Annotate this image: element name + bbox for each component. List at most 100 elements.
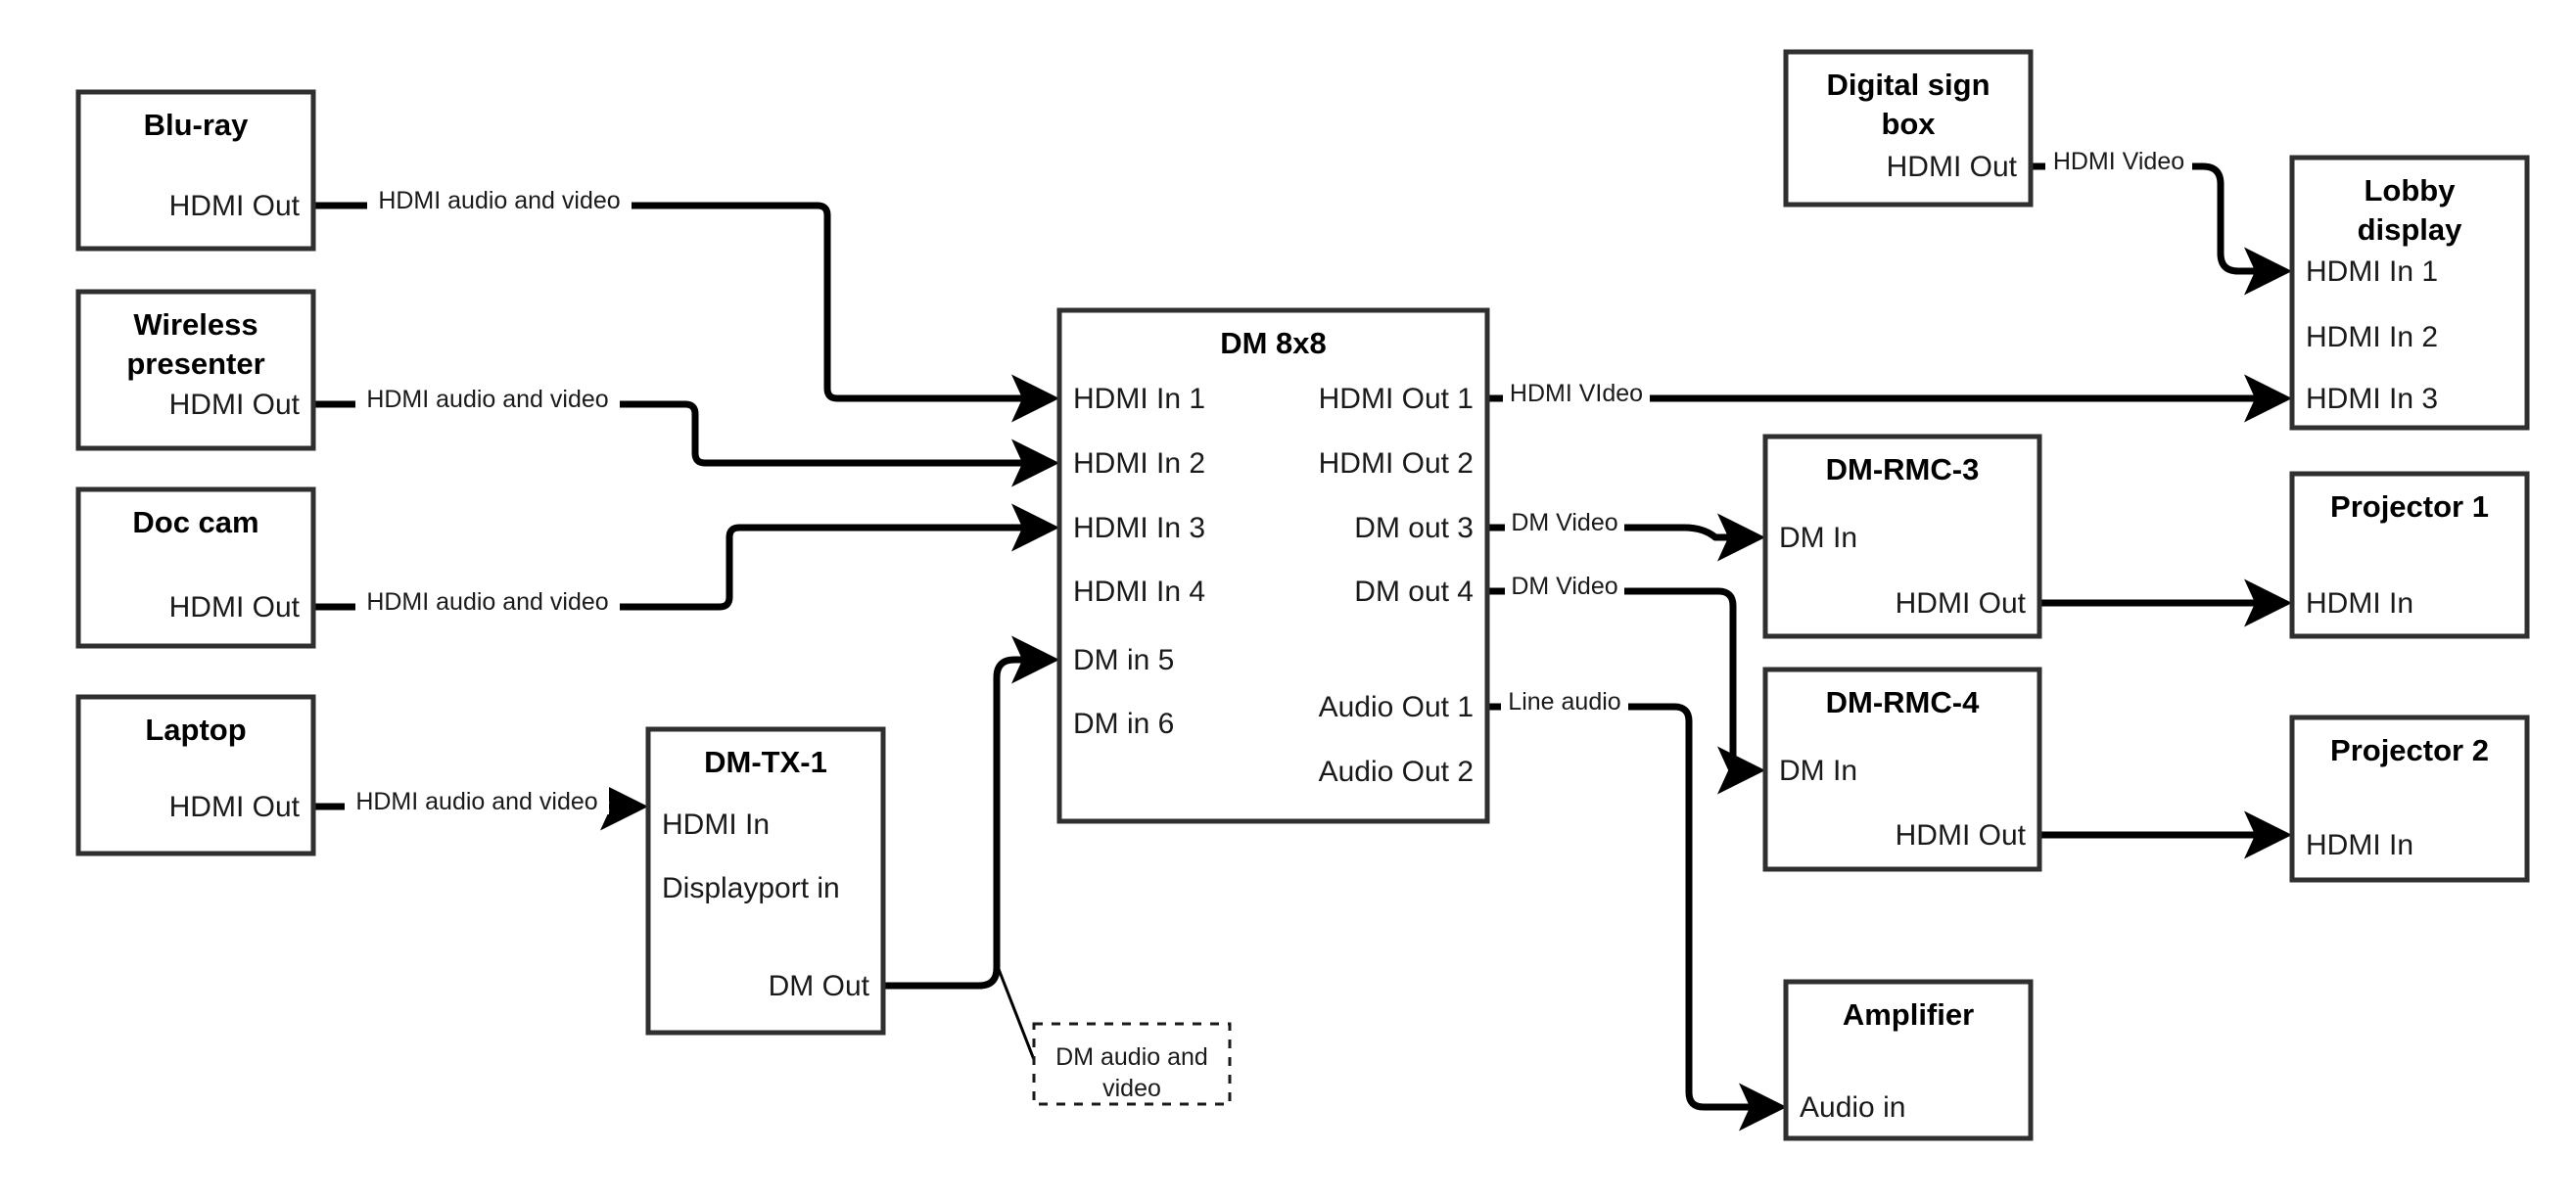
node-title-wireless: presenter <box>126 346 264 381</box>
node-title-amplifier: Amplifier <box>1843 997 1974 1032</box>
callouts-layer: DM audio and video <box>995 963 1232 1106</box>
node-title-lobby: Lobby <box>2365 173 2457 208</box>
node-title-rmc3: DM-RMC-3 <box>1826 452 1980 486</box>
edge-label-bg-bluray-to-in1 <box>367 180 632 213</box>
callout-text-dm-av-callout: video <box>1102 1075 1161 1102</box>
node-box-dmtx1 <box>645 726 886 1036</box>
edge-audio1-to-amp: Line audio <box>1487 681 1787 1132</box>
port-dm8x8-2: HDMI In 3 <box>1073 512 1205 544</box>
edge-out4-to-rmc4: DM Video <box>1487 566 1765 795</box>
edge-label-bluray-to-in1: HDMI audio and video <box>378 187 620 214</box>
node-title-wireless: Wireless <box>133 307 258 342</box>
port-signbox-0: HDMI Out <box>1887 151 2018 183</box>
node-box-laptop <box>75 694 316 856</box>
node-box-proj1 <box>2289 471 2530 639</box>
edge-doccam-to-in3: HDMI audio and video <box>313 503 1059 616</box>
edge-label-audio1-to-amp: Line audio <box>1508 688 1620 716</box>
edge-laptop-to-dmtx: HDMI audio and video <box>313 781 648 831</box>
edge-label-bg-laptop-to-dmtx <box>345 781 609 814</box>
edge-label-out3-to-rmc3: DM Video <box>1511 509 1617 536</box>
edge-label-bg-signbox-to-lobby-in1 <box>2045 141 2192 174</box>
edge-label-wireless-to-in2: HDMI audio and video <box>366 386 608 413</box>
port-proj2-0: HDMI In <box>2306 829 2413 861</box>
port-dm8x8-7: HDMI Out 2 <box>1319 447 1474 480</box>
edge-out3-to-rmc3: DM Video <box>1487 502 1765 562</box>
node-box-wireless <box>75 289 316 451</box>
edge-path-audio1-to-amp <box>1487 703 1787 1132</box>
node-box-rmc3 <box>1762 434 2042 639</box>
node-box-dm8x8 <box>1056 307 1490 824</box>
port-dmtx1-0: HDMI In <box>662 808 770 841</box>
edge-label-bg-audio1-to-amp <box>1501 681 1628 715</box>
node-box-doccam <box>75 486 316 649</box>
node-rmc3[interactable]: DM-RMC-3 DM In HDMI Out <box>1762 434 2042 639</box>
edge-dmtx-to-in5 <box>883 635 1059 990</box>
port-dmtx1-1: Displayport in <box>662 872 840 904</box>
node-title-dmtx1: DM-TX-1 <box>704 745 827 779</box>
callout-box-dm-av-callout <box>1032 1022 1232 1106</box>
edge-bluray-to-in1: HDMI audio and video <box>313 180 1059 423</box>
node-box-rmc4 <box>1762 667 2042 872</box>
node-box-proj2 <box>2289 715 2530 883</box>
port-dm8x8-11: Audio Out 2 <box>1319 756 1474 788</box>
port-dm8x8-0: HDMI In 1 <box>1073 383 1205 415</box>
port-lobby-2: HDMI In 3 <box>2306 383 2438 415</box>
edge-label-laptop-to-dmtx: HDMI audio and video <box>355 788 597 815</box>
port-dmtx1-2: DM Out <box>769 970 870 1002</box>
edge-signbox-to-lobby-in1: HDMI Video <box>2031 141 2292 296</box>
edge-label-signbox-to-lobby-in1: HDMI Video <box>2053 148 2184 175</box>
node-title-lobby: display <box>2358 212 2463 247</box>
port-amplifier-0: Audio in <box>1800 1091 1905 1124</box>
node-rmc4[interactable]: DM-RMC-4 DM In HDMI Out <box>1762 667 2042 872</box>
port-rmc4-1: HDMI Out <box>1896 819 2027 852</box>
edge-path-out4-to-rmc4 <box>1487 587 1765 795</box>
edge-path-doccam-to-in3 <box>313 503 1059 611</box>
port-dm8x8-8: DM out 3 <box>1354 512 1474 544</box>
port-dm8x8-6: HDMI Out 1 <box>1319 383 1474 415</box>
port-dm8x8-1: HDMI In 2 <box>1073 447 1205 480</box>
port-dm8x8-4: DM in 5 <box>1073 644 1174 676</box>
node-title-laptop: Laptop <box>145 713 246 747</box>
port-rmc3-1: HDMI Out <box>1896 587 2027 620</box>
node-title-bluray: Blu-ray <box>144 108 250 142</box>
node-box-signbox <box>1783 49 2034 208</box>
node-box-amplifier <box>1783 979 2034 1141</box>
port-rmc4-0: DM In <box>1779 755 1857 787</box>
node-title-doccam: Doc cam <box>132 505 258 539</box>
edge-label-bg-out3-to-rmc3 <box>1505 502 1624 535</box>
callout-text-dm-av-callout: DM audio and <box>1055 1043 1208 1071</box>
port-dm8x8-10: Audio Out 1 <box>1319 691 1474 723</box>
edge-out1-to-lobby-in3: HDMI VIdeo <box>1487 373 2292 423</box>
port-lobby-0: HDMI In 1 <box>2306 255 2438 288</box>
edge-label-doccam-to-in3: HDMI audio and video <box>366 588 608 616</box>
edge-label-out4-to-rmc4: DM Video <box>1511 573 1617 600</box>
node-box-bluray <box>75 89 316 252</box>
port-laptop-0: HDMI Out <box>169 791 301 823</box>
callout-dm-av-callout: DM audio and video <box>995 963 1232 1106</box>
port-lobby-1: HDMI In 2 <box>2306 321 2438 353</box>
port-rmc3-0: DM In <box>1779 522 1857 554</box>
port-bluray-0: HDMI Out <box>169 190 301 222</box>
port-dm8x8-9: DM out 4 <box>1354 576 1474 608</box>
edge-wireless-to-in2: HDMI audio and video <box>313 379 1059 487</box>
edge-path-wireless-to-in2 <box>313 400 1059 487</box>
edge-label-out1-to-lobby-in3: HDMI VIdeo <box>1510 380 1643 407</box>
node-title-rmc4: DM-RMC-4 <box>1826 685 1980 719</box>
port-wireless-0: HDMI Out <box>169 389 301 421</box>
node-title-signbox: Digital sign <box>1826 68 1990 102</box>
